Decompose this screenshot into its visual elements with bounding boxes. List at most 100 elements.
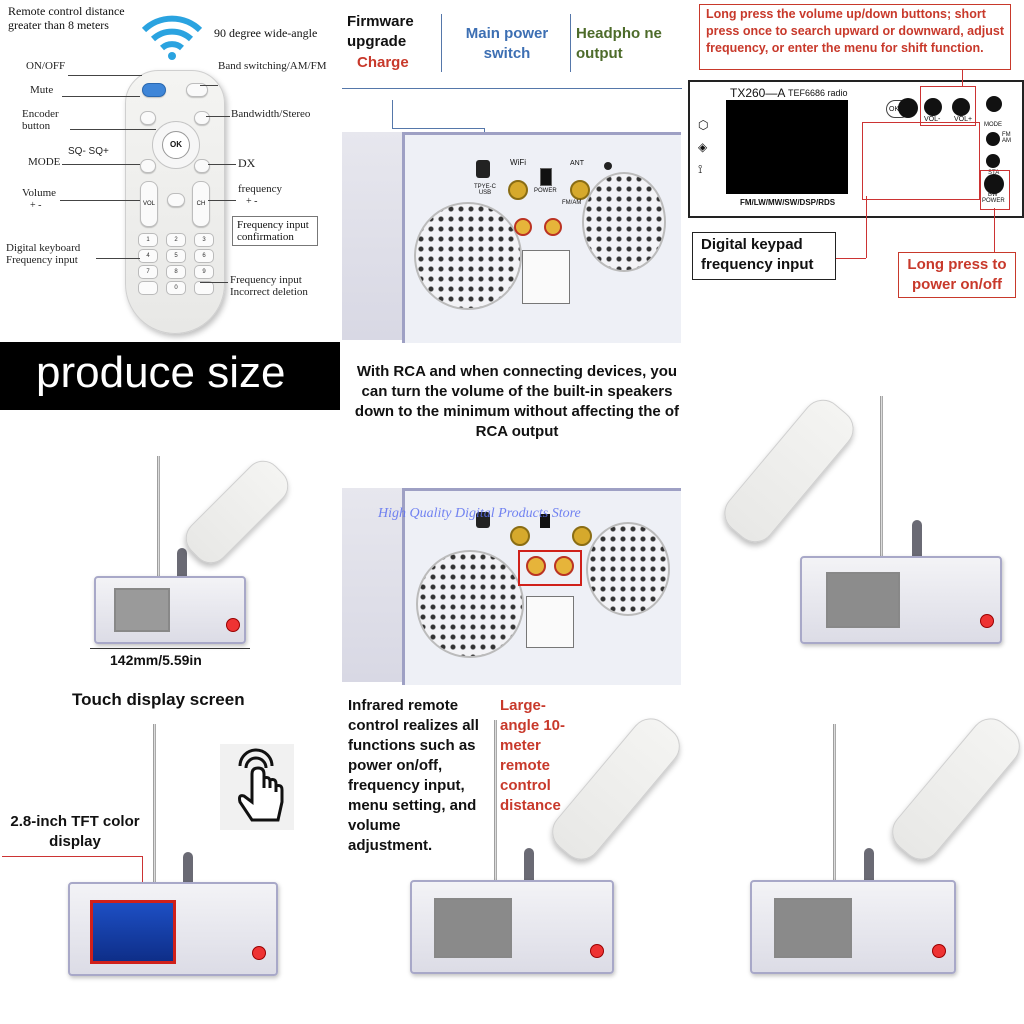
sq-label: SQ- SQ+ [68,146,109,157]
leader-line [208,164,236,165]
remote-key[interactable]: 8 [166,265,186,279]
callout-line [2,856,142,857]
freq-confirm-label: Frequency input confirmation [232,216,318,246]
radio-screen [774,898,852,958]
power-switch-label: POWER [534,188,557,194]
remote-key[interactable]: 6 [194,249,214,263]
power-highlight [980,170,1010,210]
keypad-key[interactable] [866,238,882,254]
remote-key[interactable]: 1 [138,233,158,247]
remote-key[interactable]: 4 [138,249,158,263]
leader-line [96,258,140,259]
fm-am-button[interactable] [986,132,1000,146]
speaker-grille-right [586,522,670,616]
wifi-antenna [912,520,922,556]
radio-touch-screen[interactable] [90,900,176,964]
keypad-key[interactable] [866,254,882,270]
sta-label: STA [988,170,1000,176]
front-knob[interactable] [898,98,918,118]
remote-key[interactable]: 9 [194,265,214,279]
antenna [494,720,497,880]
front-model: TX260—A [730,86,786,100]
remote-volume-rocker[interactable]: VOL [140,181,158,227]
produce-size-banner: produce size [0,342,340,410]
power-label-box: Long press to power on/off [898,252,1016,298]
antenna [880,396,883,556]
front-bands: FM/LW/MW/SW/DSP/RDS [740,198,836,207]
keypad-key[interactable] [866,270,882,286]
leader-line [200,85,218,86]
leader-line [200,282,228,283]
wifi-antenna [864,848,874,882]
firmware-label: Firmware upgrade [347,13,414,50]
ant-port [570,180,590,200]
ant-port [572,526,592,546]
keypad-highlight [862,122,980,200]
remote-key[interactable]: 7 [138,265,158,279]
radio-power-button[interactable] [932,944,946,958]
leader-line [60,200,140,201]
remote-dx-button[interactable] [194,159,210,173]
mode-label: MODE [984,122,1002,128]
keyboard-label: Digital keyboard Frequency input [6,242,81,266]
bw-label: BW [988,192,998,198]
usb-port [476,160,490,178]
remote-photo [178,453,296,571]
radio-photo [68,882,278,976]
vol-minus-button[interactable] [924,98,942,116]
frequency-pm-label: + - [246,196,258,207]
remote-key[interactable] [138,281,158,295]
remote-key[interactable]: 2 [166,233,186,247]
divider-line [570,14,571,72]
frequency-label: frequency [238,183,282,195]
remote-key[interactable]: 0 [166,281,186,295]
remote-key[interactable]: 5 [166,249,186,263]
power-circle[interactable] [984,174,1004,194]
remote-bandwidth-button[interactable] [194,111,210,125]
remote-mute-button[interactable] [140,111,156,125]
remote-channel-rocker[interactable]: CH [192,181,210,227]
divider-line [441,14,442,72]
remote-power-button[interactable] [142,83,166,97]
vol-highlight [920,86,976,126]
remote-ok-button[interactable]: OK [162,131,190,159]
radio-photo [94,576,246,644]
leader-line [206,116,230,117]
callout-line [962,70,963,86]
mode-label: MODE [28,156,61,168]
remote-delete-key[interactable] [194,281,214,295]
radio-photo [410,880,614,974]
wifi-port [508,180,528,200]
remote-key[interactable]: 3 [194,233,214,247]
mode-button[interactable] [986,96,1002,112]
touch-title: Touch display screen [72,690,245,709]
rca-port [544,218,562,236]
angle-label: 90 degree wide-angle [214,26,318,40]
vol-minus-label: VOL- [924,116,941,123]
keypad-key[interactable] [866,206,882,222]
remote-mode-button[interactable] [140,159,156,173]
keypad-key[interactable] [866,222,882,238]
front-chip: TEF6686 radio [788,88,848,98]
remote-photo [884,710,1024,868]
radio-power-button[interactable] [226,618,240,632]
remote-confirm-button[interactable] [167,193,185,207]
remote-band-button[interactable] [186,83,208,97]
keypad-key[interactable] [866,302,882,318]
vol-plus-button[interactable] [952,98,970,116]
power-switch [540,514,550,528]
main-power-label: Main power switch [465,25,549,62]
radio-power-button[interactable] [252,946,266,960]
spec-label [522,250,570,304]
keypad-label: Digital keypad frequency input [692,232,836,280]
dx-label: DX [238,156,256,170]
banner-text: produce size [36,348,286,397]
radio-power-button[interactable] [590,944,604,958]
volume-label: Volume [22,187,57,199]
sta-button[interactable] [986,154,1000,168]
keypad-key[interactable] [866,286,882,302]
radio-power-button[interactable] [980,614,994,628]
headphone-label: Headpho ne output [576,25,662,62]
remote-range-label: Remote control distance greater than 8 m… [8,4,125,32]
leader-line [70,129,156,130]
